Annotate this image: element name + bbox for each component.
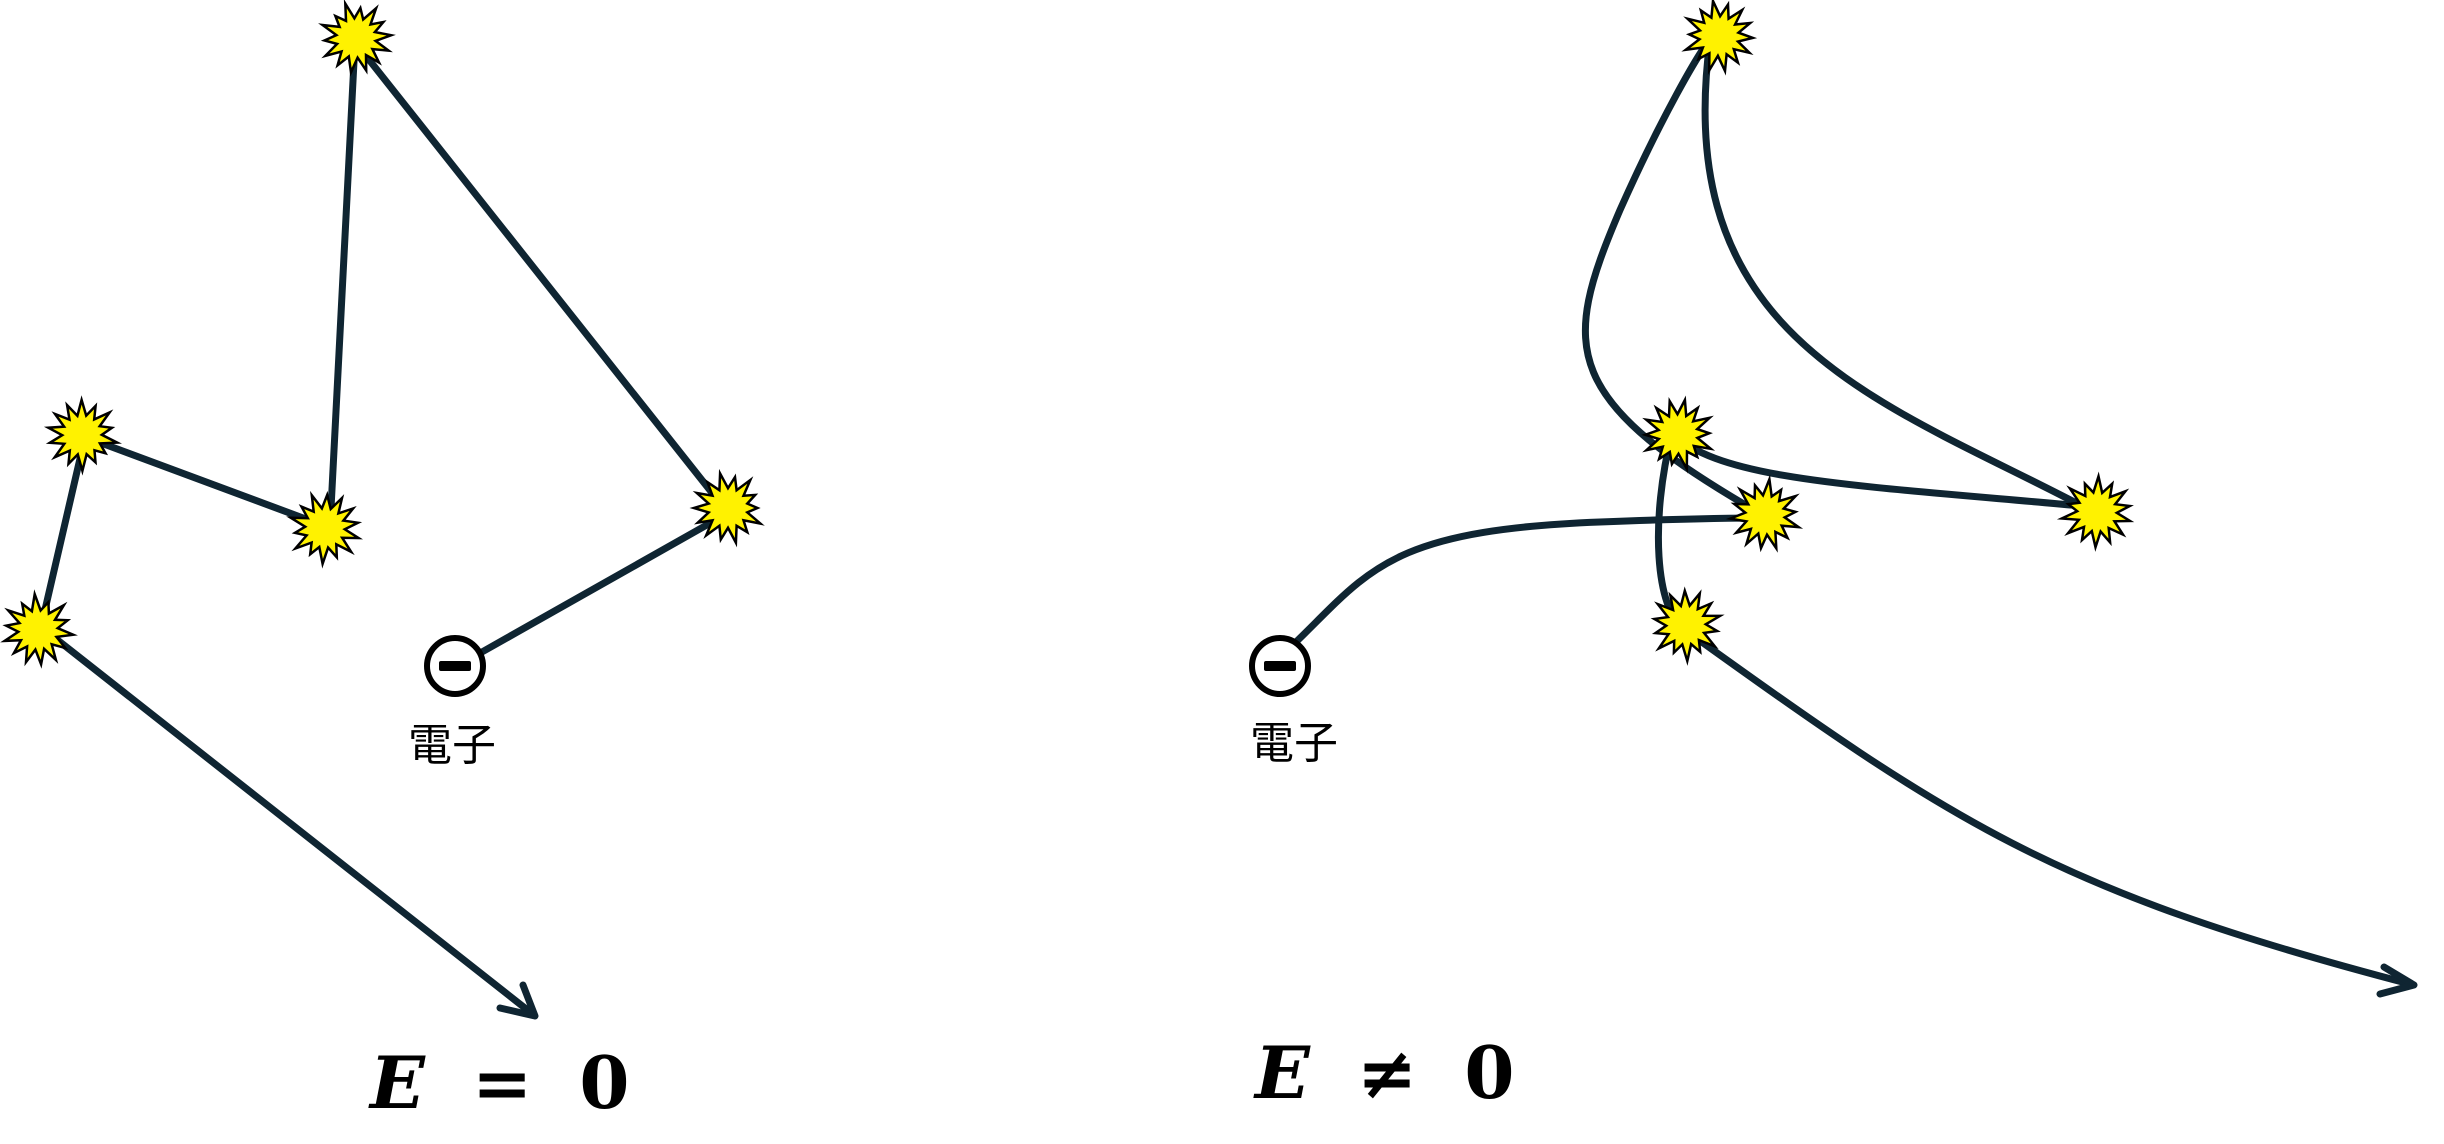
collision-burst-icon (286, 490, 364, 569)
collision-burst-icon (43, 395, 122, 476)
left-equation-variable: E (368, 1040, 426, 1125)
minus-icon (439, 661, 471, 671)
right-collision-points (1641, 0, 2135, 666)
left-path-segment-6 (37, 623, 534, 1016)
collision-burst-icon (1650, 586, 1725, 666)
collision-burst-icon (1725, 474, 1804, 553)
left-path-segment-3 (326, 38, 359, 532)
left-equation-operator: = (472, 1040, 532, 1125)
collision-burst-icon (2056, 471, 2135, 552)
left-equation-value: 0 (579, 1040, 629, 1125)
collision-burst-icon (689, 468, 765, 548)
right-equation-value: 0 (1464, 1030, 1514, 1115)
right-electron: 電子 (1249, 635, 1338, 769)
collision-burst-icon (0, 589, 78, 669)
left-trajectory (37, 38, 732, 1020)
left-equation: E = 0 (368, 1040, 629, 1125)
right-equation-variable: E (1253, 1030, 1311, 1115)
right-electron-label: 電子 (1250, 718, 1338, 769)
left-path-segment-4 (81, 433, 334, 532)
collision-burst-icon (1681, 0, 1758, 76)
collision-burst-icon (318, 0, 396, 77)
right-path-segment-3 (1701, 36, 2086, 510)
right-equation: E ≠ 0 (1253, 1030, 1514, 1115)
left-path-segment-5 (37, 433, 89, 631)
minus-icon (1264, 661, 1296, 671)
left-electron-label: 電子 (408, 720, 496, 771)
right-path-segment-2 (1581, 36, 1772, 522)
collision-burst-icon (1641, 395, 1716, 474)
right-path-segment-6 (1681, 626, 2414, 988)
left-electron: 電子 (408, 635, 496, 771)
right-trajectory (1293, 36, 2418, 998)
right-panel: 電子 E ≠ 0 (1249, 0, 2418, 1115)
right-arrow-head (2376, 963, 2418, 998)
left-collision-points (0, 0, 765, 669)
left-panel: 電子 E = 0 (0, 0, 765, 1125)
left-arrow-head (496, 981, 539, 1020)
left-path-segment-1 (478, 509, 732, 656)
left-path-segment-2 (351, 38, 732, 517)
right-equation-operator: ≠ (1357, 1030, 1417, 1115)
